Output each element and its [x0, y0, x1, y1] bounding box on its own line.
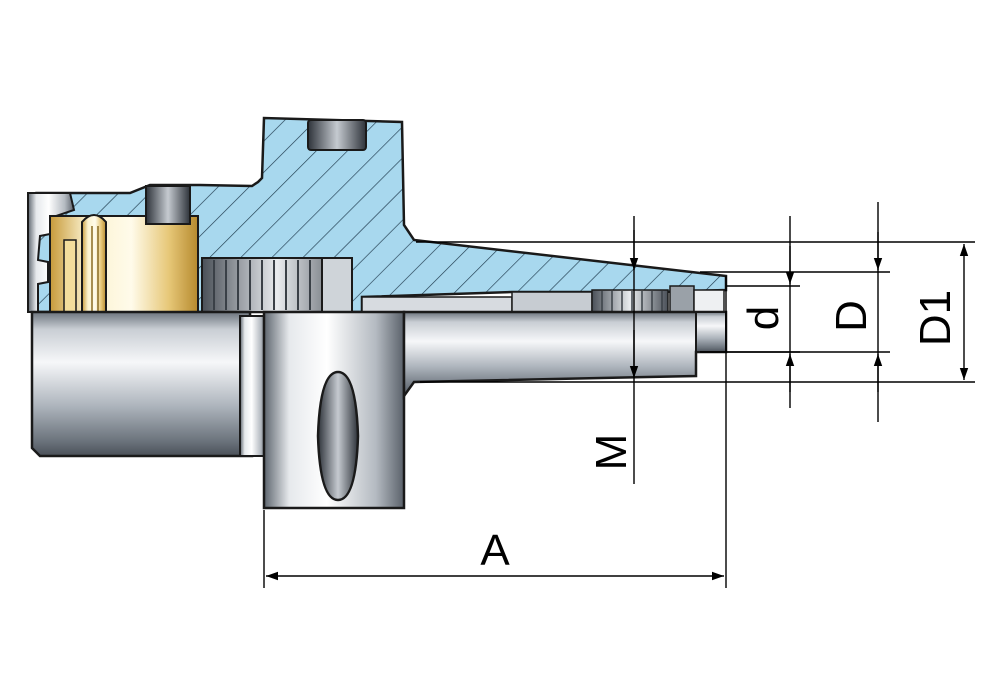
collet-nut-body — [30, 310, 254, 458]
inner-bore — [361, 296, 513, 313]
dimensions — [263, 202, 975, 588]
label-M: M — [587, 434, 636, 471]
label-A: A — [480, 526, 510, 575]
label-D1: D1 — [911, 290, 960, 346]
label-D: D — [827, 300, 876, 332]
nut-collar — [239, 315, 267, 457]
drive-slot — [307, 119, 367, 151]
exterior-view — [30, 310, 728, 510]
section-view — [27, 116, 728, 314]
tail-thread — [591, 289, 669, 313]
tail-end — [695, 311, 727, 353]
taper-shank — [402, 310, 728, 400]
nut-hole — [145, 185, 191, 225]
flange-drive-slot — [316, 370, 360, 502]
collet-slot — [81, 214, 107, 313]
label-d: d — [739, 306, 788, 330]
